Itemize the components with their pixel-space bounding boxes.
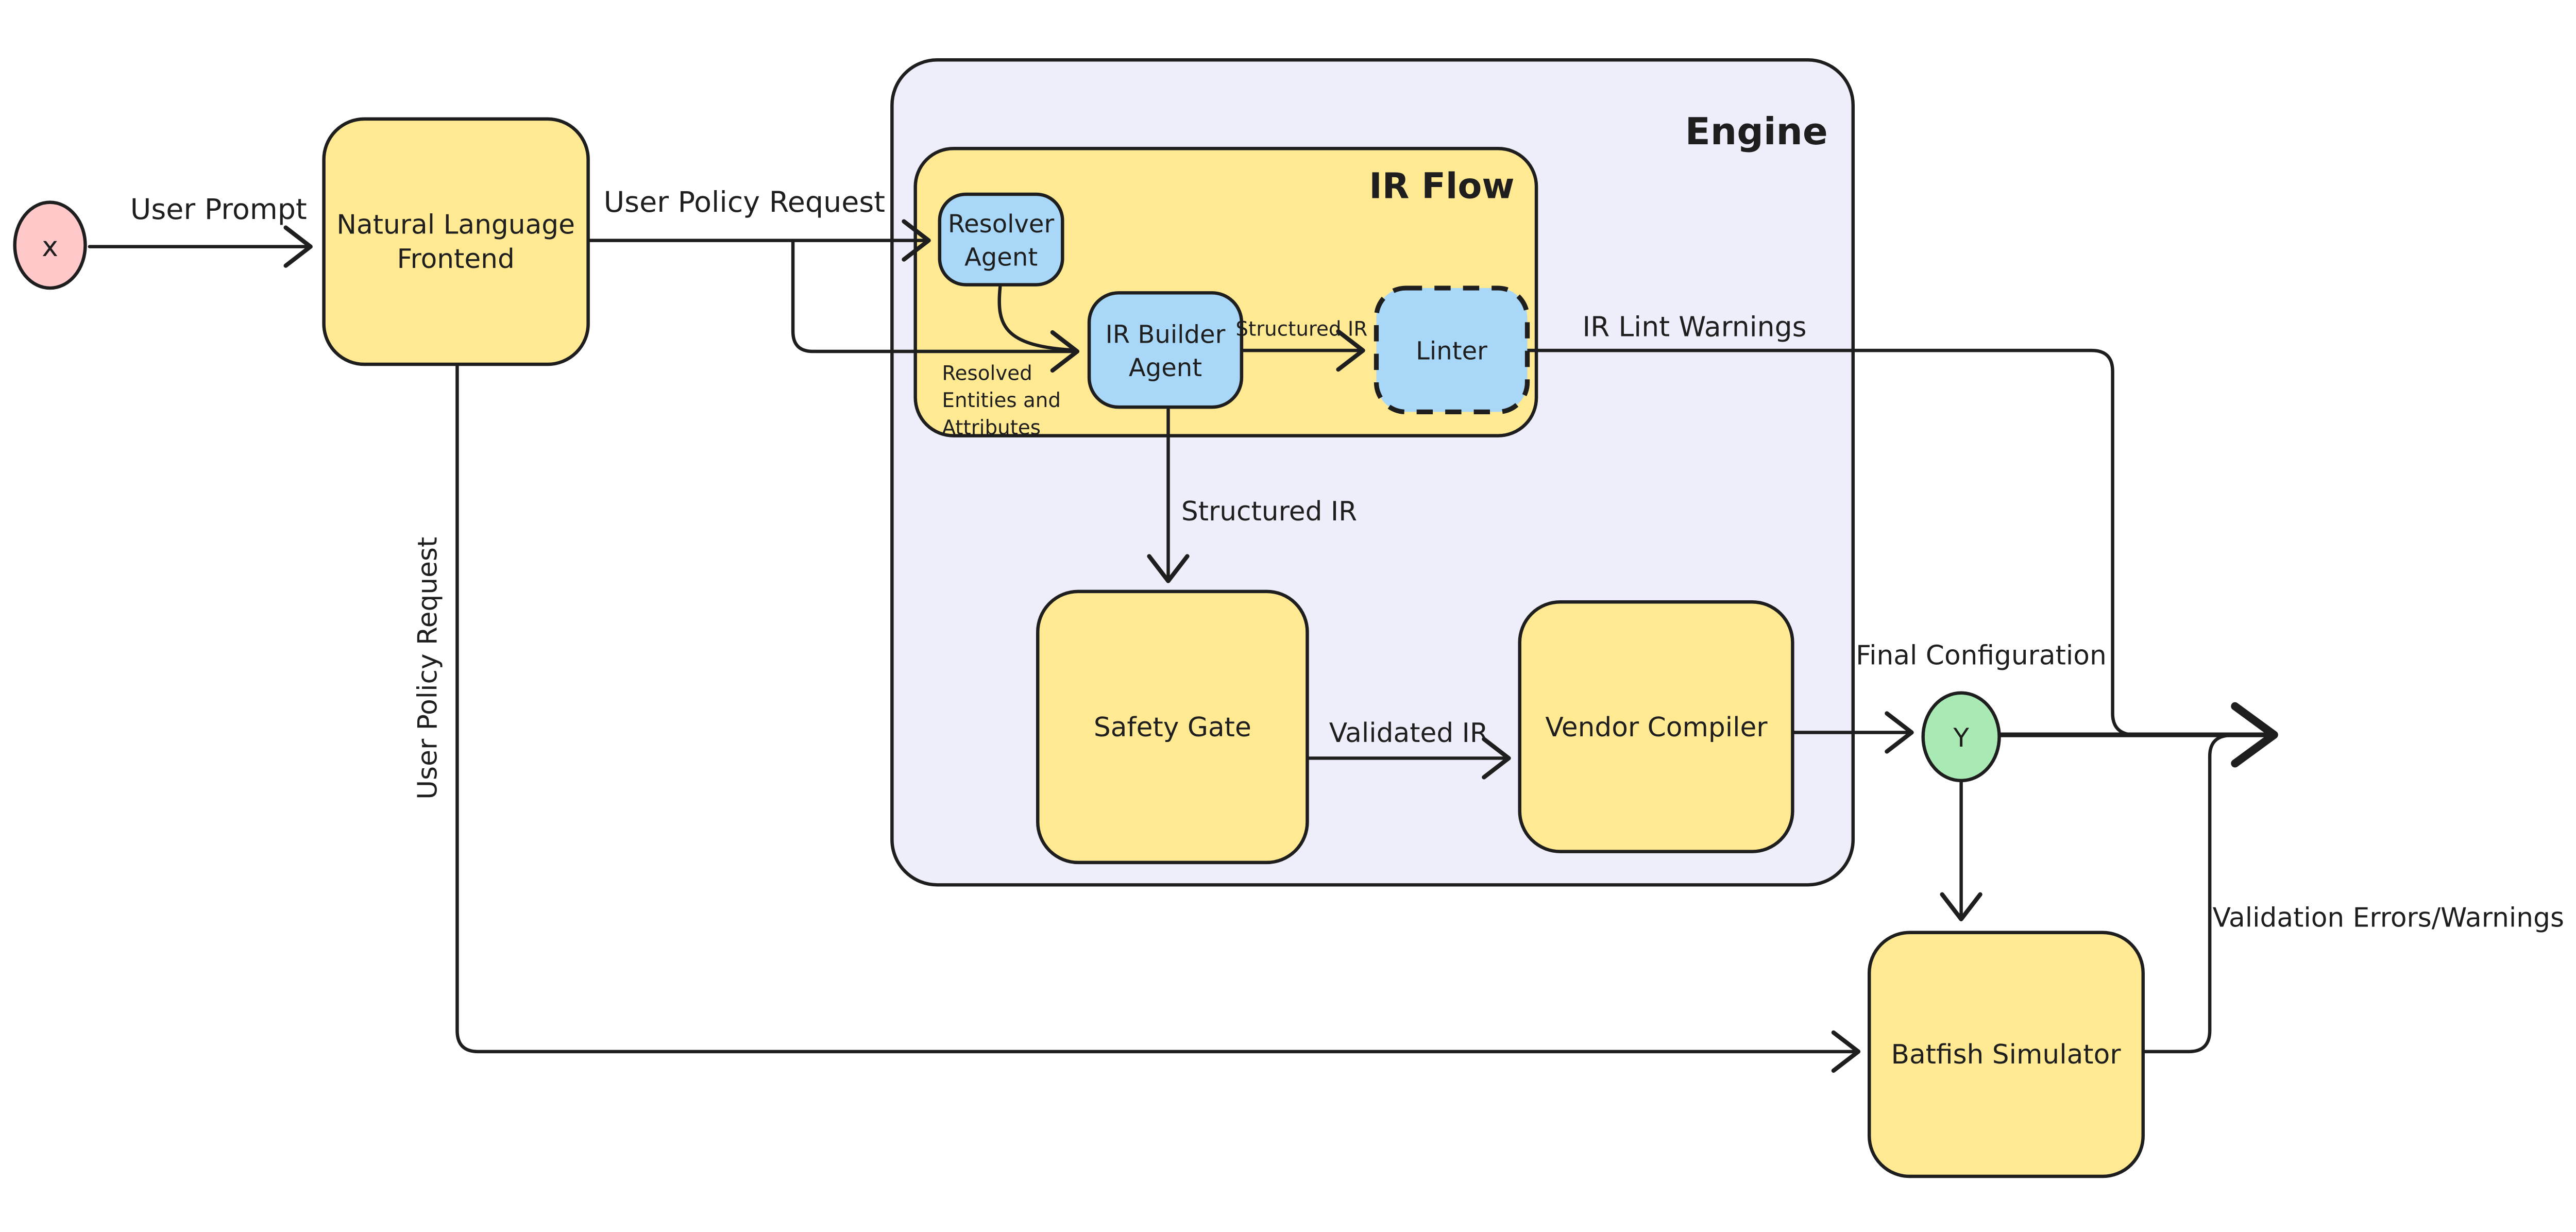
safety-gate-label: Safety Gate	[1094, 712, 1251, 743]
start-node	[13, 200, 87, 290]
resolved-entities-label-line1: Resolved	[942, 362, 1032, 385]
linter-node	[1374, 285, 1530, 415]
user-prompt-label: User Prompt	[130, 193, 307, 226]
batfish-simulator-node	[1867, 931, 2145, 1178]
ir-lint-warnings-label: IR Lint Warnings	[1582, 310, 1806, 343]
natural-language-frontend-label-line1: Natural Language	[336, 210, 575, 241]
edge-resolved-entities	[791, 240, 1080, 373]
merge-node-label: Y	[1953, 723, 1969, 753]
ir-builder-agent-node	[1087, 291, 1244, 409]
edge-validation-errors	[2141, 733, 2232, 1054]
start-node-label: x	[42, 230, 58, 263]
edge-user-policy-to-batfish	[455, 362, 1861, 1073]
user-policy-request-label: User Policy Request	[604, 186, 885, 219]
structured-ir-label: Structured IR	[1181, 496, 1357, 527]
edge-ir-lint-warnings	[1523, 348, 2134, 737]
natural-language-frontend-label-line2: Frontend	[397, 244, 514, 275]
validation-errors-warnings-label: Validation Errors/Warnings	[2213, 903, 2564, 934]
edge-resolver-to-builder	[997, 285, 1074, 352]
resolver-agent-label-line2: Agent	[964, 243, 1038, 272]
linter-label: Linter	[1416, 337, 1487, 366]
resolved-entities-label-line3: Attributes	[942, 416, 1041, 440]
engine-container-title: Engine	[1685, 110, 1828, 154]
vendor-compiler-node	[1518, 600, 1794, 853]
structured-ir-small-label: Structured IR	[1235, 317, 1367, 341]
natural-language-frontend-node	[322, 117, 590, 366]
safety-gate-node	[1036, 589, 1309, 865]
merge-node	[1921, 691, 2001, 783]
resolver-agent-node	[938, 192, 1064, 286]
ir-builder-agent-label-line1: IR Builder	[1106, 320, 1226, 349]
user-policy-request-vertical-label: User Policy Request	[413, 537, 444, 800]
final-configuration-label: Final Configuration	[1856, 640, 2107, 671]
batfish-simulator-label: Batfish Simulator	[1891, 1039, 2121, 1070]
ir-builder-agent-label-line2: Agent	[1129, 353, 1202, 382]
vendor-compiler-label: Vendor Compiler	[1545, 712, 1768, 743]
validated-ir-label: Validated IR	[1329, 718, 1488, 749]
ir-flow-container-title: IR Flow	[1369, 166, 1514, 207]
resolved-entities-label-line2: Entities and	[942, 389, 1061, 412]
resolver-agent-label-line1: Resolver	[948, 210, 1055, 239]
